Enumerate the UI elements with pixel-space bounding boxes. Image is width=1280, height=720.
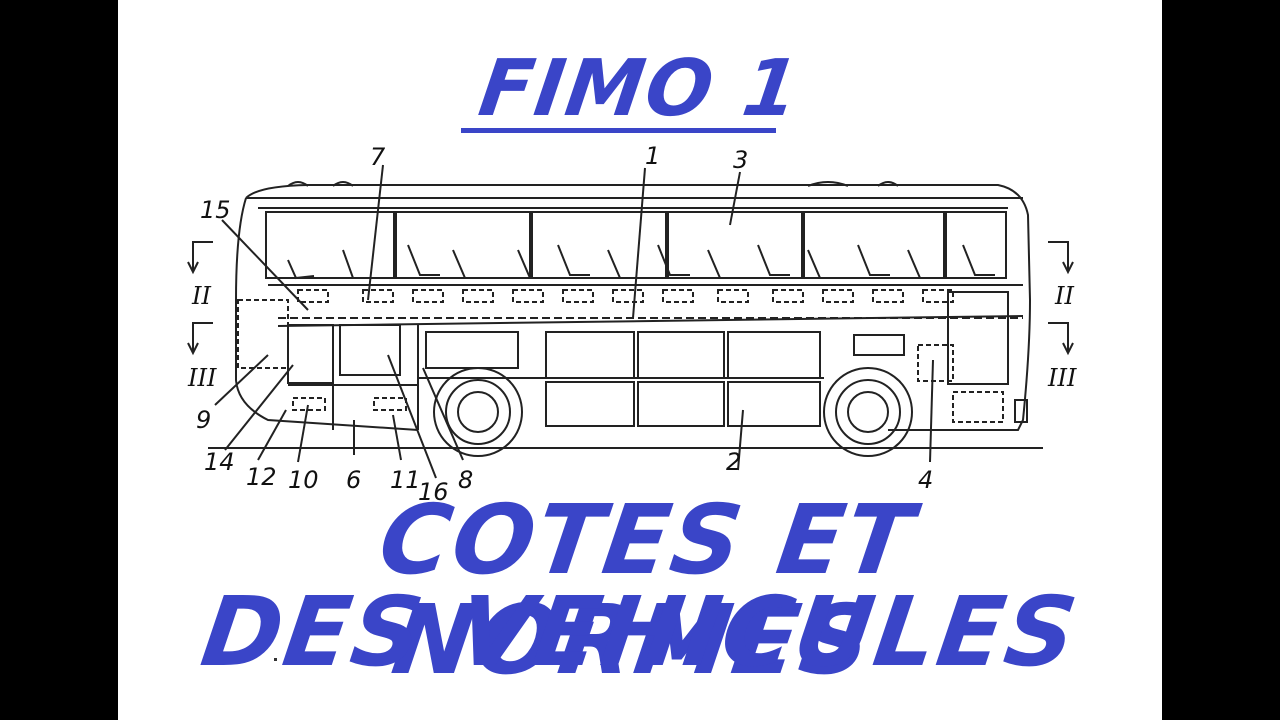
subtitle-line-2: DES VEHICULES <box>195 576 1085 688</box>
label-1: 1 <box>645 142 660 170</box>
section-arrow-left-III <box>192 322 213 351</box>
label-3: 3 <box>733 146 748 174</box>
rear-wheel <box>823 367 913 457</box>
label-15: 15 <box>200 196 231 224</box>
label-9: 9 <box>196 406 211 434</box>
thumbnail-canvas: FIMO 1 <box>118 0 1162 720</box>
bus-roof-outline <box>245 184 1032 431</box>
front-door-window <box>287 324 334 384</box>
label-14: 14 <box>204 448 235 476</box>
label-10: 10 <box>288 466 319 494</box>
section-arrow-left-II <box>192 241 213 270</box>
section-label-left-III: III <box>187 364 217 392</box>
label-8: 8 <box>458 466 473 494</box>
bus-patent-diagram: 1 2 3 4 6 7 8 9 10 11 12 14 15 16 II III… <box>187 142 1077 506</box>
upper-seats <box>287 244 995 280</box>
section-arrow-right-III <box>1048 322 1069 351</box>
section-label-right-III: III <box>1047 364 1077 392</box>
section-label-right-II: II <box>1054 282 1074 310</box>
label-4: 4 <box>918 466 933 494</box>
bus-front-outline <box>235 197 419 431</box>
stray-dot <box>274 658 277 661</box>
title-underline <box>461 128 776 133</box>
label-6: 6 <box>346 466 361 494</box>
label-7: 7 <box>370 143 386 171</box>
label-16: 16 <box>418 478 449 506</box>
section-label-left-II: II <box>191 282 211 310</box>
front-wheel <box>433 367 523 457</box>
luggage-panel <box>545 331 635 379</box>
label-11: 11 <box>390 466 421 494</box>
section-arrow-right-II <box>1048 241 1069 270</box>
label-12: 12 <box>246 463 277 491</box>
upper-window <box>265 211 395 279</box>
label-2: 2 <box>726 448 741 476</box>
